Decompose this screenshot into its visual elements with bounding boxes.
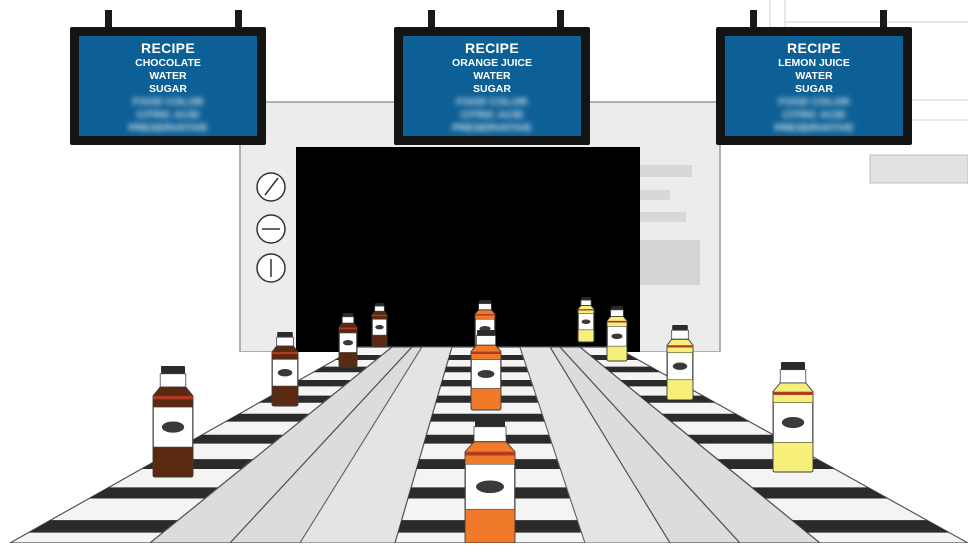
hidden-ingredient: PRESERVATIVE bbox=[725, 122, 903, 135]
belt-slat bbox=[752, 487, 888, 498]
ingredient: SUGAR bbox=[725, 83, 903, 96]
bottle-neck bbox=[375, 306, 385, 311]
ingredient: WATER bbox=[79, 70, 257, 83]
hidden-ingredient: FOOD COLOR bbox=[403, 96, 581, 109]
ingredient: LEMON JUICE bbox=[725, 57, 903, 70]
ingredient: WATER bbox=[403, 70, 581, 83]
bottle-neck bbox=[780, 370, 806, 383]
bottle-band bbox=[578, 309, 594, 310]
hidden-ingredient: CITRIC ACID bbox=[79, 109, 257, 122]
bottle-neck bbox=[611, 310, 624, 317]
bottle-neck bbox=[581, 300, 591, 305]
bottle-band bbox=[607, 321, 627, 323]
bottle-band bbox=[667, 345, 693, 347]
recipe-screen: RECIPE ORANGE JUICE WATER SUGAR FOOD COL… bbox=[403, 36, 581, 136]
bottle-band bbox=[272, 352, 298, 354]
bottle-band bbox=[153, 396, 193, 399]
bottle-neck bbox=[342, 317, 354, 323]
label-logo bbox=[278, 369, 293, 376]
bottle-cap bbox=[672, 325, 688, 330]
belt-slat bbox=[29, 520, 179, 532]
ingredient: SUGAR bbox=[403, 83, 581, 96]
label-logo bbox=[611, 333, 622, 339]
bottle-neck bbox=[672, 330, 689, 339]
recipe-title: RECIPE bbox=[403, 40, 581, 57]
hidden-ingredient: CITRIC ACID bbox=[403, 109, 581, 122]
bottle-neck bbox=[474, 427, 506, 442]
bottle-cap bbox=[375, 303, 384, 306]
belt-slat bbox=[792, 520, 949, 532]
bottle-neck bbox=[476, 336, 495, 346]
bottle-cap bbox=[581, 297, 591, 300]
hidden-ingredient: PRESERVATIVE bbox=[79, 122, 257, 135]
bottle-band bbox=[465, 452, 515, 456]
hidden-ingredient: PRESERVATIVE bbox=[403, 122, 581, 135]
label-logo bbox=[582, 319, 591, 324]
ingredient: WATER bbox=[725, 70, 903, 83]
bottle-band bbox=[773, 392, 813, 395]
bottle-cap bbox=[343, 313, 354, 317]
bottle-cap bbox=[477, 330, 495, 336]
label-logo bbox=[478, 370, 495, 378]
bottle-neck bbox=[479, 304, 492, 310]
hidden-ingredient: FOOD COLOR bbox=[79, 96, 257, 109]
belt-slat bbox=[89, 487, 219, 498]
label-logo bbox=[343, 340, 353, 345]
recipe-title: RECIPE bbox=[725, 40, 903, 57]
hidden-ingredient: FOOD COLOR bbox=[725, 96, 903, 109]
ingredient: CHOCOLATE bbox=[79, 57, 257, 70]
recipe-title: RECIPE bbox=[79, 40, 257, 57]
bottle-cap bbox=[781, 362, 805, 370]
bottle-band bbox=[471, 352, 501, 354]
bottle-band bbox=[372, 315, 387, 316]
gauge-dial-icon bbox=[257, 173, 285, 282]
recipe-sign-orange: RECIPE ORANGE JUICE WATER SUGAR FOOD COL… bbox=[394, 27, 590, 145]
recipe-screen: RECIPE LEMON JUICE WATER SUGAR FOOD COLO… bbox=[725, 36, 903, 136]
hidden-ingredient: CITRIC ACID bbox=[725, 109, 903, 122]
bottle-neck bbox=[277, 337, 294, 346]
bottle-band bbox=[339, 328, 357, 330]
bottle-cap bbox=[475, 418, 505, 427]
bottle-cap bbox=[611, 306, 623, 310]
recipe-sign-lemon: RECIPE LEMON JUICE WATER SUGAR FOOD COLO… bbox=[716, 27, 912, 145]
recipe-sign-chocolate: RECIPE CHOCOLATE WATER SUGAR FOOD COLOR … bbox=[70, 27, 266, 145]
label-logo bbox=[673, 362, 688, 370]
label-logo bbox=[782, 417, 804, 428]
bottle-cap bbox=[479, 300, 491, 304]
ingredient: SUGAR bbox=[79, 83, 257, 96]
label-logo bbox=[375, 325, 383, 329]
bottle-cap bbox=[161, 366, 185, 374]
recipe-screen: RECIPE CHOCOLATE WATER SUGAR FOOD COLOR … bbox=[79, 36, 257, 136]
belt-slat bbox=[187, 435, 284, 444]
belt-slat bbox=[225, 414, 309, 422]
belt-slat bbox=[662, 414, 750, 422]
bottle-cap bbox=[277, 332, 293, 337]
label-logo bbox=[162, 421, 184, 432]
bottle-neck bbox=[160, 374, 186, 387]
label-logo bbox=[476, 480, 504, 493]
bottle-band bbox=[475, 314, 495, 316]
ingredient: ORANGE JUICE bbox=[403, 57, 581, 70]
